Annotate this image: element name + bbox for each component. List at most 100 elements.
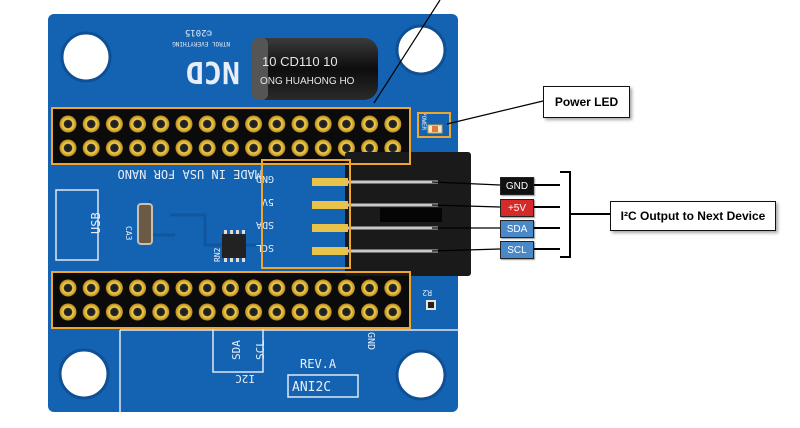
header-pin (129, 303, 147, 321)
header-pin (105, 303, 123, 321)
header-pin (221, 115, 239, 133)
i2c-output-callout-text: I²C Output to Next Device (620, 209, 766, 223)
header-pin (314, 139, 332, 157)
silk-divider (119, 329, 460, 412)
made-in-label: MADE IN USA FOR NANO (118, 167, 263, 181)
mounting-hole (395, 24, 447, 76)
header-pin (337, 115, 355, 133)
header-pin (314, 303, 332, 321)
header-pin (245, 115, 263, 133)
wire-leader-line (431, 181, 501, 186)
header-pin (82, 303, 100, 321)
header-pin (337, 279, 355, 297)
header-pin (361, 279, 379, 297)
usb-outline (55, 189, 99, 261)
power-led-highlight (417, 112, 451, 138)
header-pin (152, 115, 170, 133)
header-pin (198, 303, 216, 321)
header-pin (361, 115, 379, 133)
mounting-hole (60, 31, 112, 83)
model-label: ANI2C (292, 380, 331, 395)
mounting-hole (58, 348, 110, 400)
resistor-network (222, 230, 246, 262)
header-pin (314, 115, 332, 133)
header-pin (82, 115, 100, 133)
connector-pin-label: SCL (256, 242, 274, 253)
header-pin (152, 303, 170, 321)
sda-bottom-label: SDA (230, 340, 243, 360)
i2c-output-callout: I²C Output to Next Device (610, 201, 776, 231)
header-pin (152, 139, 170, 157)
wire-leader-lines (431, 181, 560, 252)
wire-tag: SCL (500, 241, 534, 259)
usb-label: USB (89, 212, 103, 234)
power-silk: POWER (420, 112, 427, 130)
header-pin (245, 279, 263, 297)
electrolytic-capacitor: 10 CD110 10 ONG HUAHONG HO (252, 38, 378, 100)
brand-line: NTROL EVERYTHING (172, 40, 230, 47)
wire-leader-line (431, 248, 501, 252)
header-pin (291, 303, 309, 321)
wire-tag: SDA (500, 220, 534, 238)
pointer-line-top (373, 0, 441, 104)
header-pin (268, 279, 286, 297)
header-pin (129, 279, 147, 297)
header-pin (361, 303, 379, 321)
header-pin (291, 279, 309, 297)
header-pin (245, 139, 263, 157)
header-pin (175, 115, 193, 133)
header-pin (198, 279, 216, 297)
rn2-label: RN2 (213, 247, 222, 262)
i2c-bottom-label: I2C (235, 372, 255, 385)
connector-highlight (261, 159, 351, 269)
connector-pin (348, 226, 438, 230)
header-pin (129, 139, 147, 157)
model-box (287, 374, 359, 398)
header-pin (384, 303, 402, 321)
header-pin (268, 115, 286, 133)
header-pin (175, 303, 193, 321)
capacitor-label-bottom: ONG HUAHONG HO (260, 76, 355, 87)
connector-pad (312, 201, 348, 209)
power-led (427, 124, 443, 134)
connector-latch (380, 208, 442, 222)
connector-pin (348, 249, 438, 253)
header-pin (105, 139, 123, 157)
scl-bottom-label: SCL (254, 340, 267, 360)
power-led-callout-text: Power LED (554, 95, 619, 109)
header-pin (268, 139, 286, 157)
pointer-line-power (446, 100, 544, 125)
header-pin (152, 279, 170, 297)
header-pin (384, 279, 402, 297)
header-pin (221, 303, 239, 321)
connector-pin-label: GND (256, 173, 274, 184)
year-mark: ©2015 (185, 27, 212, 37)
r2-resistor (426, 300, 436, 310)
header-pin (59, 139, 77, 157)
connector-pins (312, 178, 438, 255)
header-pin (129, 115, 147, 133)
header-pin (291, 139, 309, 157)
connector-pad (312, 178, 348, 186)
header-pin (82, 139, 100, 157)
header-pin (384, 115, 402, 133)
header-pin (291, 115, 309, 133)
header-pin (314, 279, 332, 297)
header-pin (245, 303, 263, 321)
gnd-bottom-label: GND (365, 332, 376, 350)
capacitor-label-top: 10 CD110 10 (262, 54, 338, 69)
power-led-callout: Power LED (543, 86, 630, 118)
header-pin (59, 279, 77, 297)
output-bracket (560, 171, 610, 258)
connector-pad (312, 247, 348, 255)
rev-label: REV.A (300, 357, 337, 371)
connector-pad (312, 224, 348, 232)
header-pin (198, 115, 216, 133)
header-pin (82, 279, 100, 297)
header-pin (268, 303, 286, 321)
header-pin (59, 303, 77, 321)
r2-label: R2 (422, 288, 432, 297)
wire-leader-line (431, 204, 501, 208)
